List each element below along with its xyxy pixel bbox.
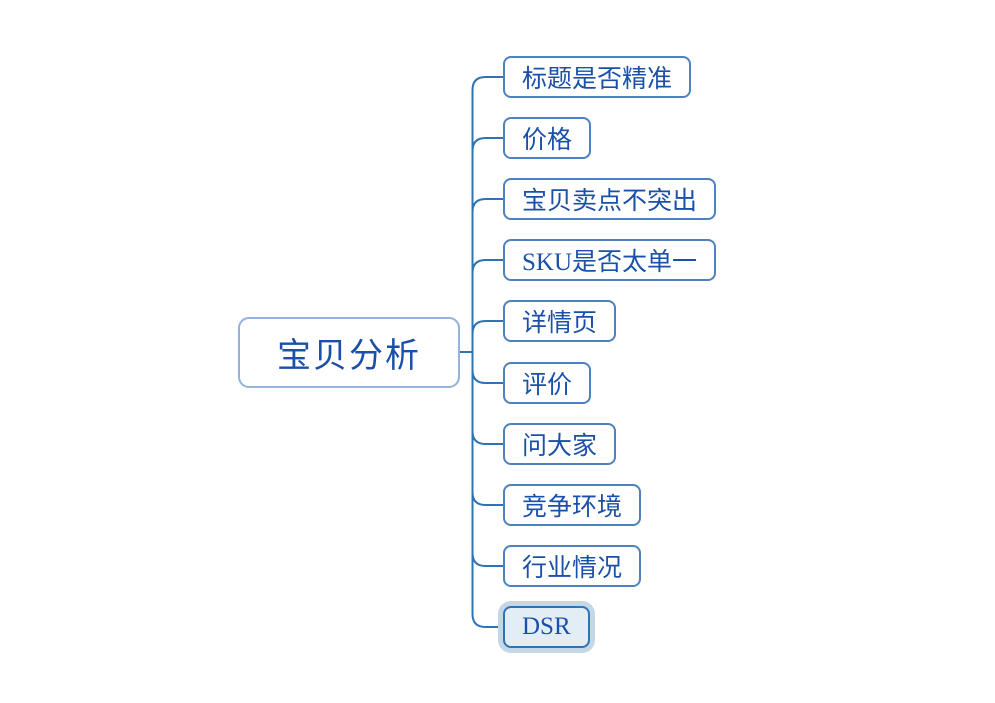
child-node-dsr[interactable]: DSR: [503, 606, 590, 648]
branch-connector: [471, 137, 504, 152]
child-node-selling-points[interactable]: 宝贝卖点不突出: [503, 178, 717, 220]
child-node-label: 宝贝卖点不突出: [522, 188, 698, 215]
branch-connector: [471, 491, 504, 506]
child-node-industry[interactable]: 行业情况: [503, 545, 642, 587]
branch-connector: [471, 198, 504, 213]
child-node-label: 行业情况: [522, 555, 623, 582]
child-node-sku[interactable]: SKU是否太单一: [503, 239, 717, 281]
child-node-reviews[interactable]: 评价: [503, 362, 592, 404]
child-node-competition[interactable]: 竞争环境: [503, 484, 642, 526]
root-node[interactable]: 宝贝分析: [238, 317, 460, 388]
root-node-label: 宝贝分析: [277, 338, 421, 375]
branch-connector: [471, 613, 504, 628]
child-node-label: 评价: [522, 372, 573, 399]
branch-connector: [471, 320, 504, 335]
child-node-ask-everyone[interactable]: 问大家: [503, 423, 617, 465]
branch-connector: [471, 369, 504, 384]
child-node-label: DSR: [522, 613, 571, 640]
child-node-label: 问大家: [522, 433, 598, 460]
branch-connector: [471, 430, 504, 445]
branch-connector: [471, 76, 504, 91]
child-node-label: SKU是否太单一: [522, 249, 698, 276]
child-node-label: 价格: [522, 127, 573, 154]
child-node-label: 竞争环境: [522, 494, 623, 521]
child-node-label: 标题是否精准: [522, 66, 673, 93]
child-node-title-accuracy[interactable]: 标题是否精准: [503, 56, 692, 98]
child-node-price[interactable]: 价格: [503, 117, 592, 159]
branch-connector: [471, 552, 504, 567]
branch-connector: [471, 259, 504, 274]
child-node-label: 详情页: [522, 310, 598, 337]
child-node-detail-page[interactable]: 详情页: [503, 300, 617, 342]
